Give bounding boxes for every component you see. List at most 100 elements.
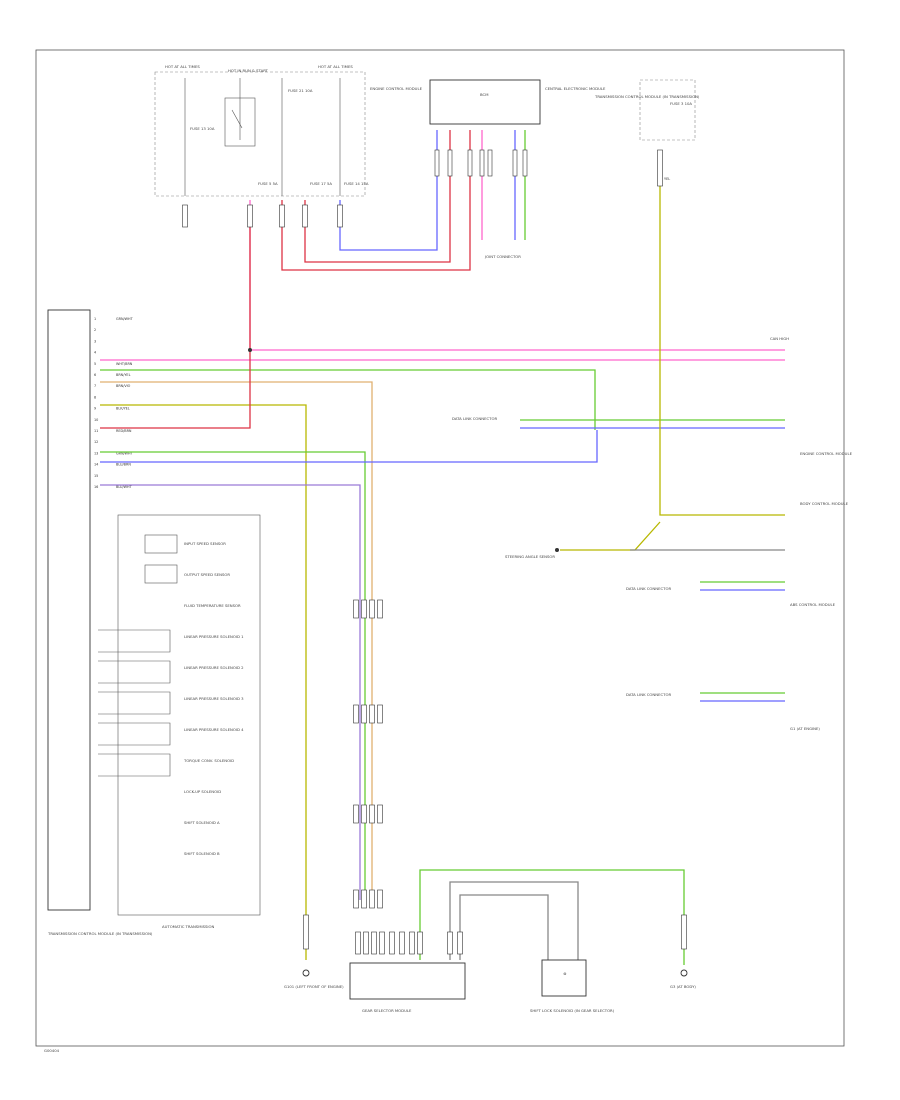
harness-connector-1-0 <box>353 704 359 724</box>
diagram-frame <box>35 49 845 1047</box>
harness-connector-2-3 <box>377 804 383 824</box>
ecm-pin-13: 13 <box>94 451 98 455</box>
wire-violet-gear <box>100 484 361 900</box>
ecm-pin-3: 3 <box>94 339 96 343</box>
engine-module-label: ENGINE CONTROL MODULE <box>370 86 423 91</box>
trans-coil-3 <box>98 629 171 653</box>
ground-left-label: G101 (LEFT FRONT OF ENGINE) <box>284 984 344 989</box>
gear-pin-connector-8 <box>447 931 453 955</box>
harness-connector-1-2 <box>369 704 375 724</box>
trans-item-5: LINEAR PRESSURE SOLENOID 3 <box>184 696 244 701</box>
harness-connector-3-3 <box>377 889 383 909</box>
wire-green-gear <box>100 451 366 900</box>
harness-connector-0-3 <box>377 599 383 619</box>
trans-item-4: LINEAR PRESSURE SOLENOID 2 <box>184 665 244 670</box>
fuse-block-title-left: HOT AT ALL TIMES <box>165 64 200 69</box>
gear-pin-connector-4 <box>389 931 395 955</box>
wire-olive-steering <box>560 521 661 551</box>
ecm-wire-label-16: BLU/WHT <box>116 485 133 489</box>
fuse-label-3: FUSE 17 5A <box>310 181 332 186</box>
trans-item-10: SHIFT SOLENOID B <box>184 851 220 856</box>
trans-item-8: LOCK-UP SOLENOID <box>184 789 221 794</box>
harness-connector-0-1 <box>361 599 367 619</box>
gear-pin-connector-9 <box>457 931 463 955</box>
gear-pin-connector-1 <box>363 931 369 955</box>
ecm-wire-label-9: BLK/YEL <box>116 407 130 411</box>
wire-layer <box>100 130 785 965</box>
wire-red-loop-2 <box>304 130 451 263</box>
harness-connector-3-2 <box>369 889 375 909</box>
harness-connector-1-1 <box>361 704 367 724</box>
tcm-drop-connector <box>657 149 663 187</box>
data-link-label-2: DATA LINK CONNECTOR <box>626 586 671 591</box>
output-speed-sensor-symbol <box>144 564 178 584</box>
transmission-title: AUTOMATIC TRANSMISSION <box>162 924 215 929</box>
ecm-pin-16: 16 <box>94 485 98 489</box>
wire-pink-can <box>249 200 785 351</box>
steering-label: STEERING ANGLE SENSOR <box>505 554 555 559</box>
ecm-pin-8: 8 <box>94 395 96 399</box>
relay-switch <box>231 109 243 129</box>
abs-label: ABS CONTROL MODULE <box>790 602 836 607</box>
ecm-connector-body <box>47 309 91 911</box>
wire-olive-ground <box>100 404 307 960</box>
fuse-label-2: FUSE 21 10A <box>288 88 313 93</box>
shift-lock-label: SHIFT LOCK SOLENOID (IN GEAR SELECTOR) <box>530 1008 615 1013</box>
trans-coil-5 <box>98 691 171 715</box>
fuse-drop-connector-4 <box>337 204 343 228</box>
fuse-block: HOT AT ALL TIMES HOT IN RUN & START HOT … <box>154 64 369 197</box>
gear-pin-connector-5 <box>399 931 405 955</box>
tcm-wire-label: YEL <box>664 177 670 181</box>
ground-right-label: G3 (AT BODY) <box>670 984 696 989</box>
trans-item-2: FLUID TEMPERATURE SENSOR <box>184 603 241 608</box>
ecm-label: ENGINE CONTROL MODULE <box>800 451 853 456</box>
wire-blue-loop <box>339 130 438 251</box>
module-drop-connector-3 <box>479 149 485 177</box>
wire-blue-1 <box>100 430 598 463</box>
gear-pin-connector-0 <box>355 931 361 955</box>
ground-left-symbol <box>302 969 310 977</box>
module-drop-connector-1 <box>447 149 453 177</box>
engine-module-label3: CENTRAL ELECTRONIC MODULE <box>545 86 606 91</box>
fuse-block-title-mid: HOT IN RUN & START <box>228 68 269 73</box>
fuse-drop-connector-1 <box>247 204 253 228</box>
ecm-pin-11: 11 <box>94 429 98 433</box>
module-drop-connector-4 <box>487 149 493 177</box>
tcm-power-outline <box>639 79 696 141</box>
trans-item-1: OUTPUT SPEED SENSOR <box>184 572 230 577</box>
can-high-label: CAN HIGH <box>770 336 789 341</box>
ecm-pin-2: 2 <box>94 328 96 332</box>
wire-tan-gear <box>100 381 373 900</box>
ecm-pin-9: 9 <box>94 407 96 411</box>
data-link-label-1: DATA LINK CONNECTOR <box>452 416 497 421</box>
bcm-label: BODY CONTROL MODULE <box>800 501 849 506</box>
harness-connector-2-0 <box>353 804 359 824</box>
gear-pin-connector-6 <box>409 931 415 955</box>
trans-coil-7 <box>98 753 171 777</box>
ecm-pin-4: 4 <box>94 351 96 355</box>
steering-splice-dot <box>555 548 559 552</box>
gear-pin-connector-3 <box>379 931 385 955</box>
fuse-label-0: FUSE 13 10A <box>190 126 215 131</box>
trans-item-0: INPUT SPEED SENSOR <box>184 541 226 546</box>
tcm-bottom-label: TRANSMISSION CONTROL MODULE (IN TRANSMIS… <box>47 931 153 936</box>
engine-module: ENGINE CONTROL MODULE BCM CENTRAL ELECTR… <box>370 79 606 125</box>
joint-connector-label: JOINT CONNECTOR <box>484 254 521 259</box>
wire-green-1 <box>100 369 596 430</box>
tcm-power: TRANSMISSION CONTROL MODULE (IN TRANSMIS… <box>594 79 700 181</box>
trans-coil-4 <box>98 660 171 684</box>
automatic-transmission: AUTOMATIC TRANSMISSION INPUT SPEED SENSO… <box>98 514 261 929</box>
fuse-label-1: FUSE 5 5A <box>258 181 278 186</box>
bottom-components: TRANSMISSION CONTROL MODULE (IN TRANSMIS… <box>44 931 696 1053</box>
ecm-pin-6: 6 <box>94 373 96 377</box>
fuse-block-outline <box>154 71 366 197</box>
wire-gray-shift-2 <box>459 894 549 960</box>
fuse-drop-connector-0 <box>182 204 188 228</box>
ecm-pin-1: 1 <box>94 317 96 321</box>
fuse-label-4: FUSE 14 15A <box>344 181 369 186</box>
ground-drop-connector-1 <box>681 914 687 950</box>
module-drop-connector-5 <box>512 149 518 177</box>
ecm-wire-label-11: RED/BRN <box>116 429 132 433</box>
